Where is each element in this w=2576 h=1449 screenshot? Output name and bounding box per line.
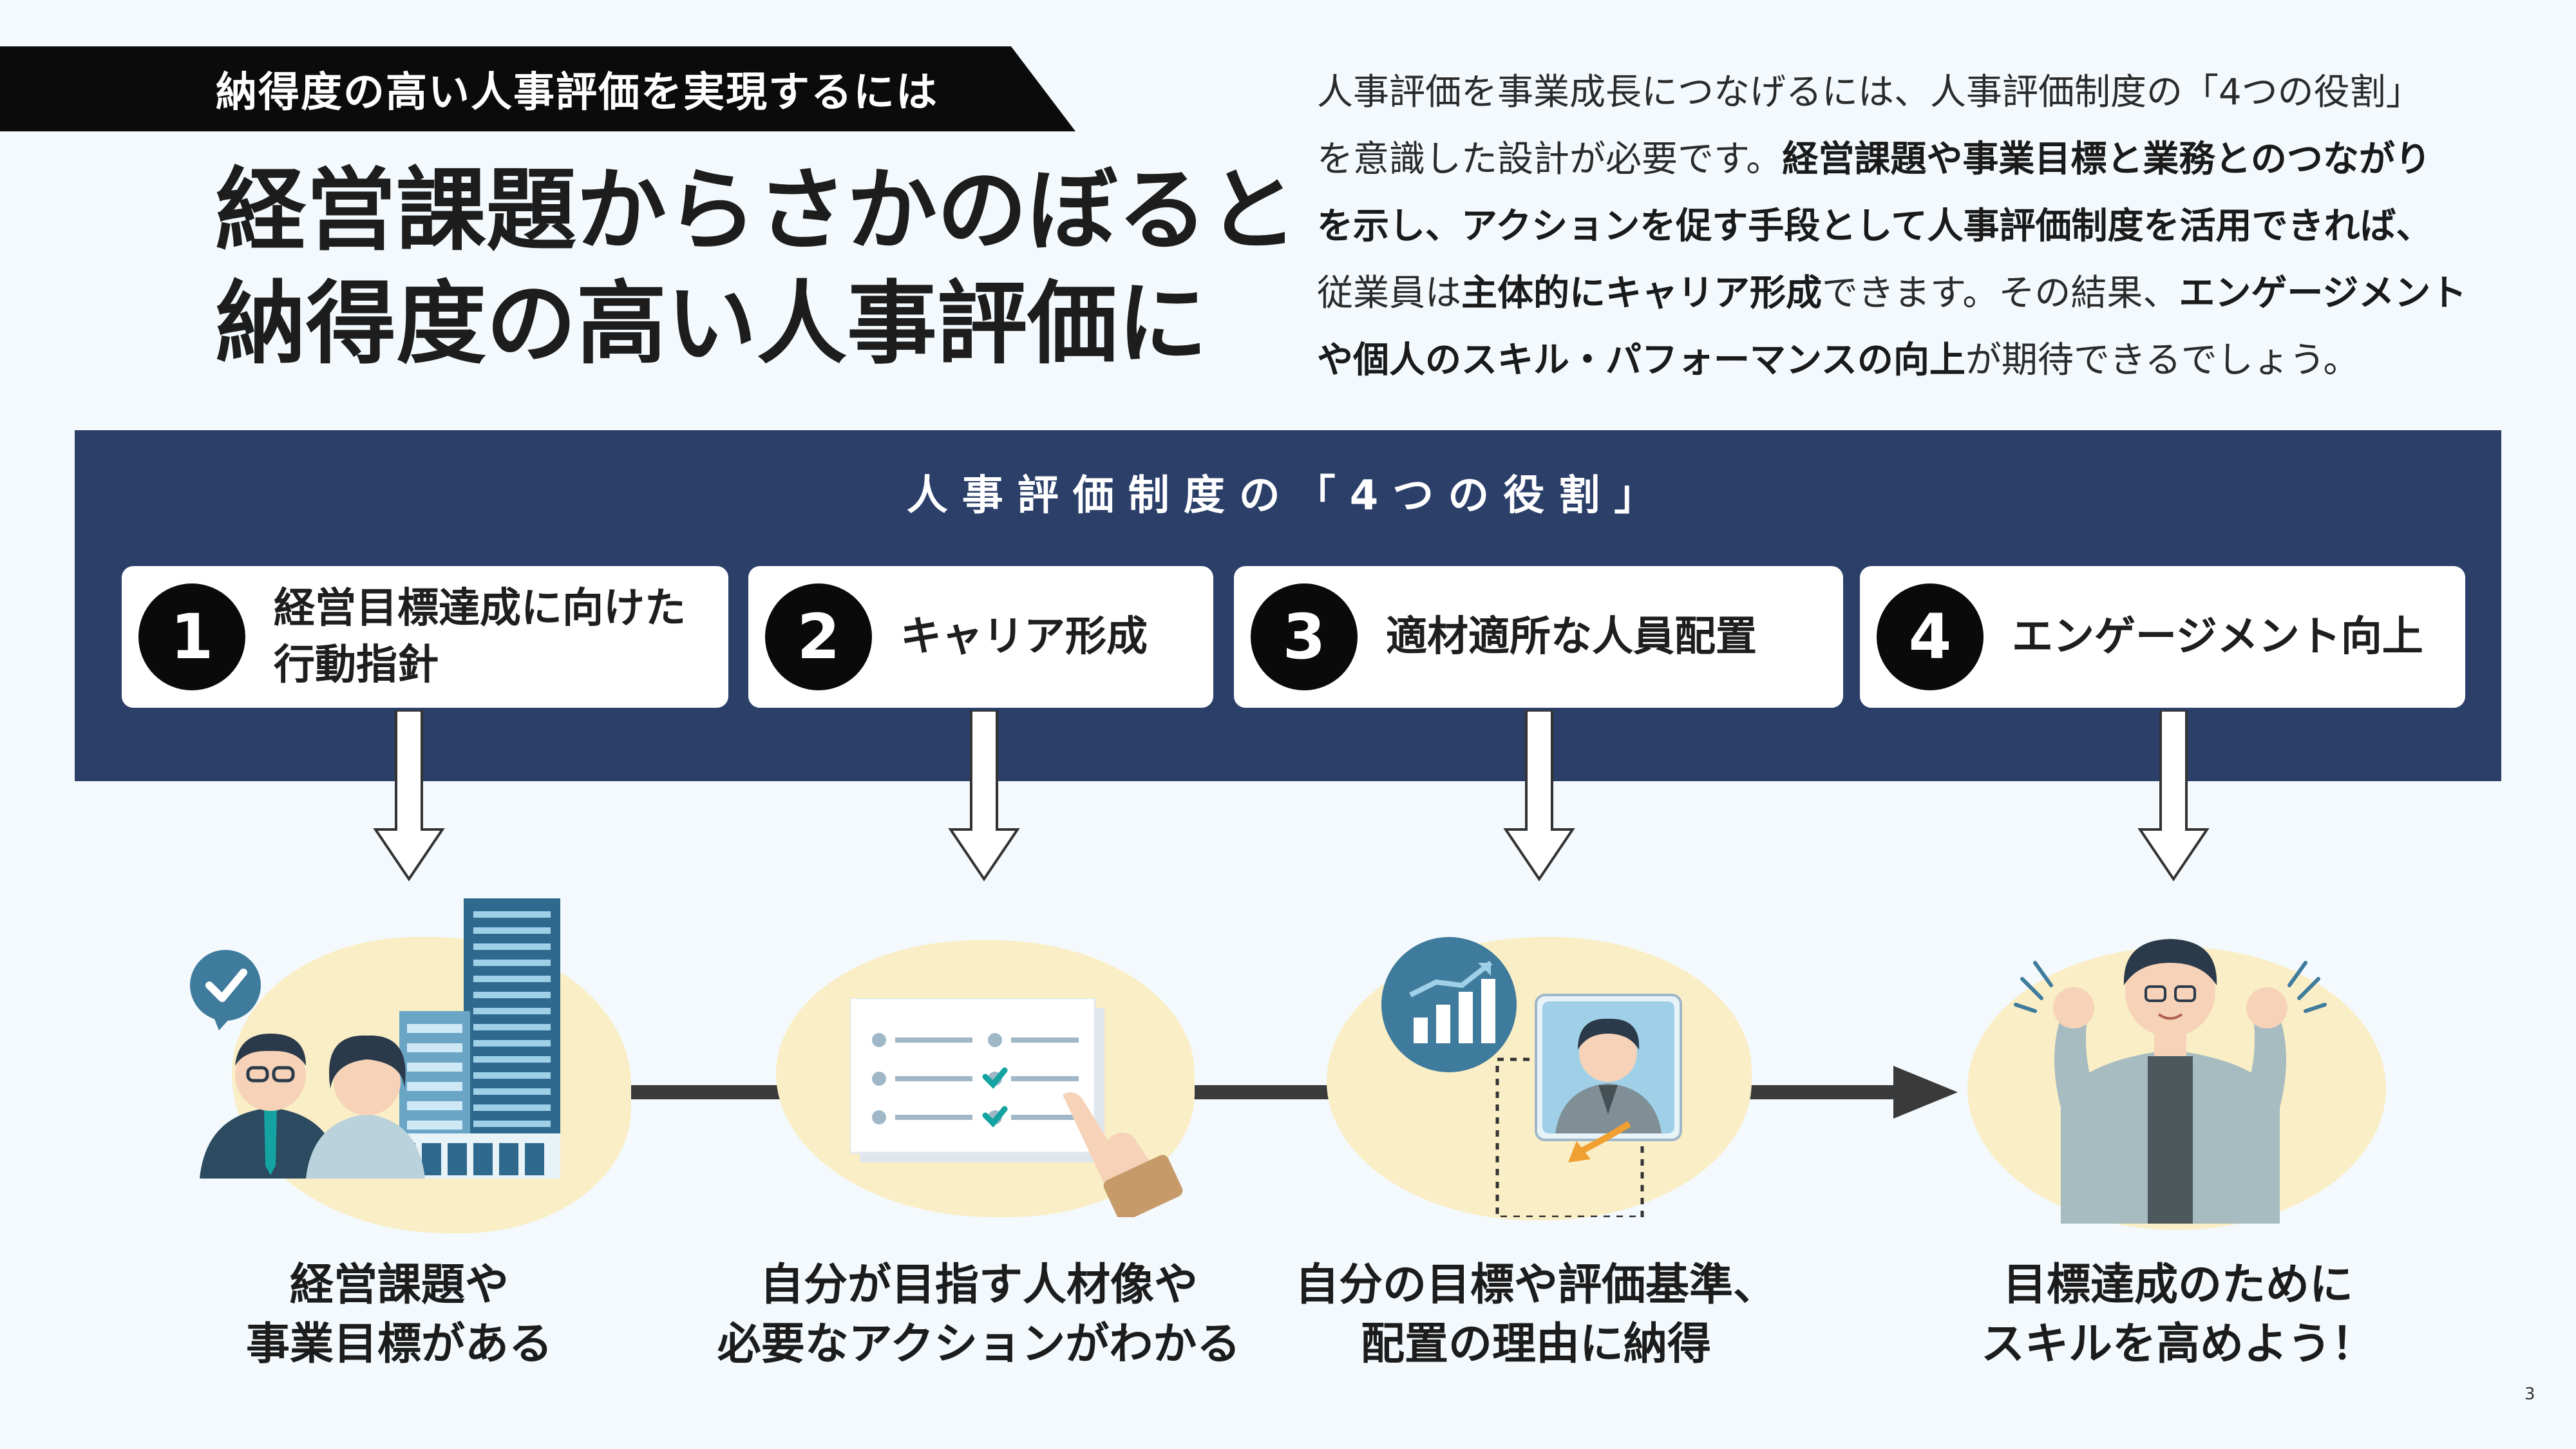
role-card-2: 2 キャリア形成 xyxy=(746,564,1216,710)
intro-emphasis: を示し、アクションを促す手段として人事評価制度を活用できれば、 xyxy=(1317,205,2432,247)
intro-line: 人事評価を事業成長につなげるには、人事評価制度の「4つの役割」 xyxy=(1317,59,2528,126)
roles-title: 人事評価制度の「4つの役割」 xyxy=(906,472,1670,520)
role-label: キャリア形成 xyxy=(900,609,1148,665)
down-arrow-icon xyxy=(948,710,1020,882)
intro-emphasis: 経営課題や事業目標と業務とのつながり xyxy=(1782,138,2431,180)
caption-3: 自分の目標や評価基準、 配置の理由に納得 xyxy=(1214,1256,1858,1374)
intro-line: や個人のスキル・パフォーマンスの向上が期待できるでしょう。 xyxy=(1317,327,2528,394)
intro-text: できます。その結果、 xyxy=(1822,272,2179,314)
page-number: 3 xyxy=(2524,1385,2535,1404)
role-card-3: 3 適材適所な人員配置 xyxy=(1231,564,1846,710)
executives-building-illustration xyxy=(190,898,560,1179)
checklist-illustration xyxy=(850,998,1183,1217)
caption-line: 自分の目標や評価基準、 xyxy=(1294,1260,1777,1311)
role-number: 1 xyxy=(138,583,245,690)
role-label: エンゲージメント向上 xyxy=(2012,609,2423,665)
down-arrow-icon xyxy=(1503,710,1575,882)
caption-2: 自分が目指す人材像や 必要なアクションがわかる xyxy=(657,1256,1301,1374)
intro-text: 人事評価を事業成長につなげるには、人事評価制度の「4つの役割」 xyxy=(1317,71,2422,113)
role-card-4: 4 エンゲージメント向上 xyxy=(1857,564,2468,710)
intro-line: 従業員は主体的にキャリア形成できます。その結果、エンゲージメント xyxy=(1317,260,2528,327)
intro-text: が期待できるでしょう。 xyxy=(1965,339,2360,381)
role-number: 3 xyxy=(1251,583,1358,690)
page-title-line1: 経営課題からさかのぼると xyxy=(216,158,1298,263)
page-title: 経営課題からさかのぼると 納得度の高い人事評価に xyxy=(216,155,1311,381)
intro-emphasis: エンゲージメント xyxy=(2179,272,2467,314)
intro-emphasis: や個人のスキル・パフォーマンスの向上 xyxy=(1317,339,1965,381)
caption-line: 事業目標がある xyxy=(245,1319,553,1370)
role-label-line: 経営目標達成に向けた xyxy=(274,585,686,632)
caption-line: 経営課題や xyxy=(289,1260,509,1311)
caption-line: 目標達成のために xyxy=(2002,1260,2353,1311)
role-label: 適材適所な人員配置 xyxy=(1386,609,1757,665)
role-label: 経営目標達成に向けた 行動指針 xyxy=(274,580,686,694)
role-label-line: キャリア形成 xyxy=(900,613,1148,661)
placement-illustration xyxy=(1381,937,1682,1217)
caption-line: 必要なアクションがわかる xyxy=(717,1319,1241,1370)
cheering-person-illustration xyxy=(2014,939,2327,1224)
intro-line: を示し、アクションを促す手段として人事評価制度を活用できれば、 xyxy=(1317,193,2528,260)
down-arrow-icon xyxy=(373,710,445,882)
caption-1: 経営課題や 事業目標がある xyxy=(77,1256,721,1374)
banner-text: 納得度の高い人事評価を実現するには xyxy=(216,69,938,117)
role-number: 2 xyxy=(765,583,872,690)
caption-4: 目標達成のために スキルを高めよう！ xyxy=(1856,1256,2500,1374)
caption-line: スキルを高めよう！ xyxy=(1980,1319,2375,1370)
intro-paragraph: 人事評価を事業成長につなげるには、人事評価制度の「4つの役割」 を意識した設計が… xyxy=(1317,59,2528,394)
caption-line: 配置の理由に納得 xyxy=(1360,1319,1711,1370)
intro-text: を意識した設計が必要です。 xyxy=(1317,138,1783,180)
role-card-1: 1 経営目標達成に向けた 行動指針 xyxy=(119,564,731,710)
role-number: 4 xyxy=(1877,583,1984,690)
page-title-line2: 納得度の高い人事評価に xyxy=(216,272,1208,377)
caption-line: 自分が目指す人材像や xyxy=(759,1260,1198,1311)
header-banner: 納得度の高い人事評価を実現するには xyxy=(0,46,1075,131)
check-badge-icon xyxy=(190,950,261,1021)
down-arrow-icon xyxy=(2137,710,2210,882)
role-label-line: 行動指針 xyxy=(274,641,439,689)
intro-text: 従業員は xyxy=(1317,272,1461,314)
intro-emphasis: 主体的にキャリア形成 xyxy=(1461,272,1822,314)
role-label-line: 適材適所な人員配置 xyxy=(1386,613,1757,661)
intro-line: を意識した設計が必要です。経営課題や事業目標と業務とのつながり xyxy=(1317,126,2528,193)
role-label-line: エンゲージメント向上 xyxy=(2012,613,2423,661)
